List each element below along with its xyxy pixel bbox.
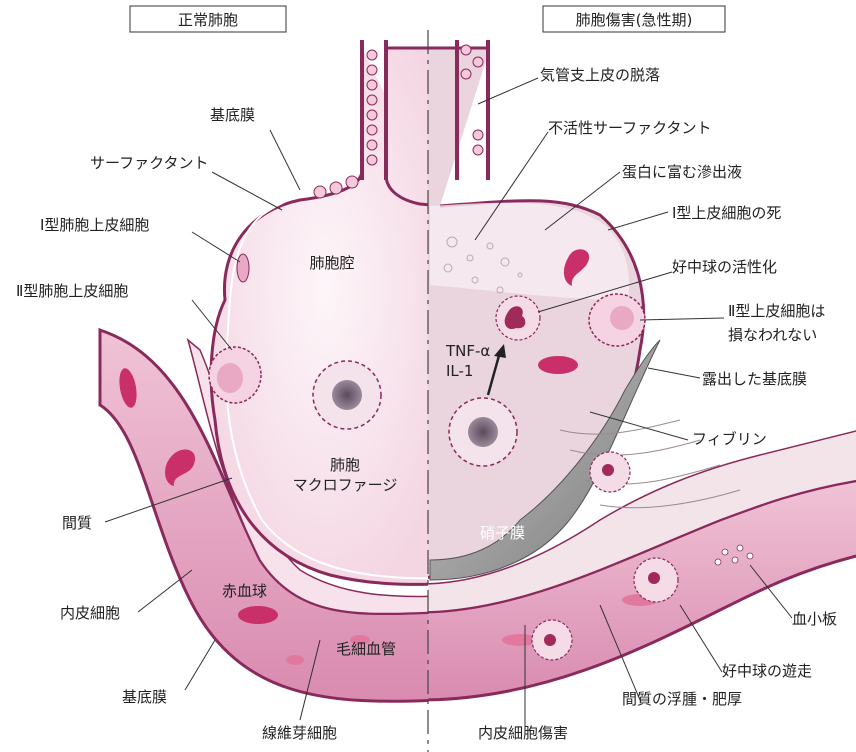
left-panel-title: 正常肺胞 bbox=[178, 11, 238, 29]
label-interstitium: 間質 bbox=[62, 514, 92, 532]
label-type2-intact-2: 損なわれない bbox=[728, 326, 817, 344]
label-platelets: 血小板 bbox=[792, 610, 837, 628]
bronchial-wall bbox=[384, 40, 388, 180]
label-basement-membrane-top: 基底膜 bbox=[210, 106, 255, 124]
activated-neutrophil bbox=[496, 296, 540, 340]
label-macrophage-2: マクロファージ bbox=[293, 476, 398, 494]
label-surfactant: サーファクタント bbox=[90, 154, 209, 172]
label-il1: IL-1 bbox=[446, 362, 473, 380]
label-alveolar-space: 肺胞腔 bbox=[309, 254, 354, 272]
normal-alveolus-panel bbox=[100, 40, 440, 720]
label-interstitial-edema: 間質の浮腫・肥厚 bbox=[622, 690, 742, 708]
label-type2-cell: Ⅱ型肺胞上皮細胞 bbox=[16, 282, 128, 300]
label-bronchial-epithelium: 気管支上皮の脱落 bbox=[540, 66, 660, 84]
type2-cell-right bbox=[589, 294, 645, 346]
label-macrophage-1: 肺胞 bbox=[330, 456, 360, 474]
label-neutrophil-activation: 好中球の活性化 bbox=[672, 258, 777, 276]
type2-cell bbox=[209, 347, 261, 403]
label-fibroblast: 線維芽細胞 bbox=[262, 724, 337, 742]
alveolar-macrophage bbox=[313, 361, 381, 429]
right-panel-title: 肺胞傷害(急性期) bbox=[576, 11, 693, 29]
label-inactive-surfactant: 不活性サーファクタント bbox=[548, 119, 712, 137]
label-fibrin: フィブリン bbox=[692, 430, 767, 448]
label-type2-intact-1: Ⅱ型上皮細胞は bbox=[728, 302, 825, 320]
bronchial-wall bbox=[360, 40, 364, 180]
label-basement-membrane-bottom: 基底膜 bbox=[122, 688, 167, 706]
label-type1-cell: Ⅰ型肺胞上皮細胞 bbox=[40, 216, 149, 234]
label-capillary: 毛細血管 bbox=[336, 640, 396, 658]
left-title-box: 正常肺胞 bbox=[130, 6, 286, 32]
label-endothelial-injury: 内皮細胞傷害 bbox=[478, 724, 568, 742]
label-tnf: TNF-α bbox=[445, 342, 490, 360]
bronchial-wall-right bbox=[486, 40, 490, 180]
label-type1-death: Ⅰ型上皮細胞の死 bbox=[672, 204, 781, 222]
label-protein-exudate: 蛋白に富む滲出液 bbox=[622, 163, 742, 181]
bronchial-wall-right bbox=[455, 40, 459, 180]
type1-cell bbox=[237, 254, 249, 282]
label-exposed-membrane: 露出した基底膜 bbox=[702, 370, 807, 388]
label-red-blood-cell: 赤血球 bbox=[222, 582, 267, 600]
label-neutrophil-migration: 好中球の遊走 bbox=[722, 662, 812, 680]
right-title-box: 肺胞傷害(急性期) bbox=[543, 6, 725, 32]
label-endothelial-cell: 内皮細胞 bbox=[60, 604, 120, 622]
alveolus-normal bbox=[211, 48, 440, 584]
label-hyaline-membrane: 硝子膜 bbox=[480, 524, 525, 542]
macrophage-right bbox=[449, 398, 517, 466]
